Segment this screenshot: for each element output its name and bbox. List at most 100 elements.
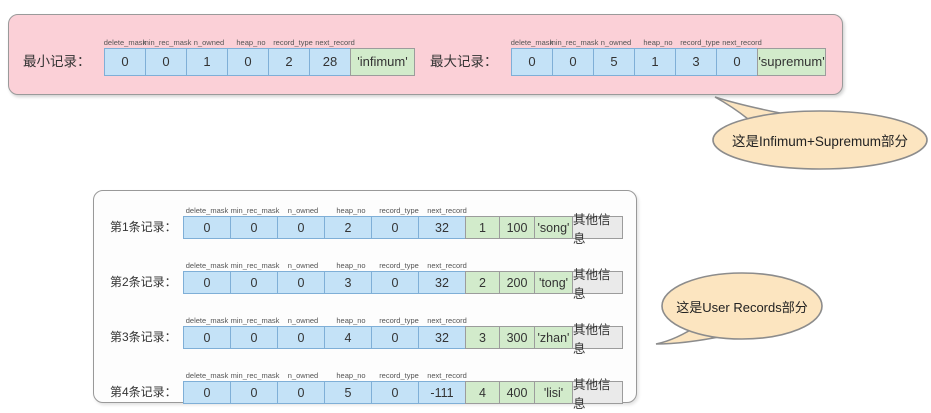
field-header: n_owned bbox=[287, 261, 319, 270]
field-header: n_owned bbox=[287, 206, 319, 215]
field-cell: 0 bbox=[230, 381, 278, 404]
field-cell: 0 bbox=[716, 47, 758, 76]
field-header: min_rec_mask bbox=[230, 316, 280, 325]
user-records-callout-text: 这是User Records部分 bbox=[676, 299, 808, 315]
field-cell: 0 bbox=[277, 381, 325, 404]
field-cell: 1 bbox=[634, 47, 676, 76]
field-header: n_owned bbox=[287, 316, 319, 325]
record-name-cell: 'infimum' bbox=[350, 47, 415, 76]
field-header: heap_no bbox=[236, 37, 266, 47]
field-header: n_owned bbox=[193, 37, 225, 47]
field-cell: 0 bbox=[230, 216, 278, 239]
field-header-row: delete_mask min_rec_mask n_owned heap_no… bbox=[511, 34, 826, 47]
field-header: next_record bbox=[427, 206, 467, 215]
data-cell: 3 bbox=[465, 326, 500, 349]
max-record-cells: 0 0 5 1 3 0 'supremum' bbox=[511, 47, 826, 76]
field-header: delete_mask bbox=[510, 37, 554, 47]
field-cell: 2 bbox=[268, 47, 310, 76]
field-cell: 0 bbox=[552, 47, 594, 76]
infimum-supremum-callout-bubble bbox=[712, 96, 928, 170]
data-cell: 'song' bbox=[534, 216, 573, 239]
field-header: next_record bbox=[722, 37, 762, 47]
field-cell: 0 bbox=[183, 271, 231, 294]
field-header: heap_no bbox=[336, 371, 366, 380]
field-header: heap_no bbox=[336, 206, 366, 215]
user-record-row-3: 第3条记录： delete_mask min_rec_mask n_owned … bbox=[110, 312, 636, 356]
other-info-cell: 其他信息 bbox=[572, 213, 623, 246]
field-cell: 5 bbox=[593, 47, 635, 76]
field-header: next_record bbox=[315, 37, 355, 47]
field-header: min_rec_mask bbox=[230, 371, 280, 380]
record-table: delete_mask min_rec_mask n_owned heap_no… bbox=[183, 312, 623, 356]
data-cell: 400 bbox=[499, 381, 535, 404]
field-cell: 0 bbox=[183, 326, 231, 349]
user-record-row-2: 第2条记录： delete_mask min_rec_mask n_owned … bbox=[110, 257, 636, 301]
record-label: 第2条记录： bbox=[110, 275, 177, 289]
field-cell: 0 bbox=[371, 271, 419, 294]
field-cell: 0 bbox=[227, 47, 269, 76]
field-header-row: delete_mask min_rec_mask n_owned heap_no… bbox=[183, 312, 623, 325]
field-cell: 0 bbox=[277, 326, 325, 349]
field-header-row: delete_mask min_rec_mask n_owned heap_no… bbox=[183, 202, 623, 215]
record-table: delete_mask min_rec_mask n_owned heap_no… bbox=[183, 257, 623, 301]
record-name-cell: 'supremum' bbox=[757, 47, 826, 76]
record-cells: 0 0 0 2 0 32 1 100 'song' 其他信息 bbox=[183, 213, 623, 246]
field-header: n_owned bbox=[600, 37, 632, 47]
field-cell: 0 bbox=[277, 216, 325, 239]
field-header: min_rec_mask bbox=[142, 37, 192, 47]
field-header: min_rec_mask bbox=[230, 206, 280, 215]
field-cell: 32 bbox=[418, 216, 466, 239]
max-record-group: 最大记录： delete_mask min_rec_mask n_owned h… bbox=[430, 34, 826, 76]
field-cell: 32 bbox=[418, 271, 466, 294]
record-table: delete_mask min_rec_mask n_owned heap_no… bbox=[183, 202, 623, 246]
min-record-cells: 0 0 1 0 2 28 'infimum' bbox=[104, 47, 415, 76]
field-cell: 0 bbox=[183, 381, 231, 404]
data-cell: 'tong' bbox=[534, 271, 573, 294]
field-header: next_record bbox=[427, 371, 467, 380]
other-info-cell: 其他信息 bbox=[572, 378, 623, 411]
field-cell: 0 bbox=[371, 326, 419, 349]
other-info-cell: 其他信息 bbox=[572, 268, 623, 301]
field-cell: 3 bbox=[324, 271, 372, 294]
field-cell: 0 bbox=[104, 47, 146, 76]
max-record-label: 最大记录： bbox=[430, 53, 498, 69]
record-cells: 0 0 0 3 0 32 2 200 'tong' 其他信息 bbox=[183, 268, 623, 301]
field-cell: -111 bbox=[418, 381, 466, 404]
record-label: 第3条记录： bbox=[110, 330, 177, 344]
field-cell: 0 bbox=[183, 216, 231, 239]
user-records-callout-bubble bbox=[655, 272, 823, 345]
field-header: record_type bbox=[379, 206, 419, 215]
infimum-supremum-section: 最小记录： delete_mask min_rec_mask n_owned h… bbox=[8, 14, 843, 95]
other-info-cell: 其他信息 bbox=[572, 323, 623, 356]
field-cell: 2 bbox=[324, 216, 372, 239]
user-record-row-1: 第1条记录： delete_mask min_rec_mask n_owned … bbox=[110, 202, 636, 246]
user-records-section: 第1条记录： delete_mask min_rec_mask n_owned … bbox=[93, 190, 637, 411]
field-cell: 0 bbox=[230, 271, 278, 294]
data-cell: 4 bbox=[465, 381, 500, 404]
field-cell: 0 bbox=[511, 47, 553, 76]
field-cell: 1 bbox=[186, 47, 228, 76]
field-cell: 28 bbox=[309, 47, 351, 76]
field-cell: 5 bbox=[324, 381, 372, 404]
min-record-group: 最小记录： delete_mask min_rec_mask n_owned h… bbox=[23, 34, 415, 76]
field-cell: 0 bbox=[371, 381, 419, 404]
field-header: delete_mask bbox=[185, 206, 229, 215]
field-cell: 0 bbox=[371, 216, 419, 239]
field-header: heap_no bbox=[643, 37, 673, 47]
min-record-label: 最小记录： bbox=[23, 53, 91, 69]
min-record-table: delete_mask min_rec_mask n_owned heap_no… bbox=[104, 34, 415, 76]
field-header: min_rec_mask bbox=[549, 37, 599, 47]
record-cells: 0 0 0 4 0 32 3 300 'zhan' 其他信息 bbox=[183, 323, 623, 356]
record-cells: 0 0 0 5 0 -111 4 400 'lisi' 其他信息 bbox=[183, 378, 623, 411]
field-header: delete_mask bbox=[103, 37, 147, 47]
field-header: heap_no bbox=[336, 261, 366, 270]
record-label: 第4条记录： bbox=[110, 385, 177, 399]
field-header: delete_mask bbox=[185, 371, 229, 380]
field-header-row: delete_mask min_rec_mask n_owned heap_no… bbox=[104, 34, 415, 47]
record-table: delete_mask min_rec_mask n_owned heap_no… bbox=[183, 367, 623, 411]
data-cell: 100 bbox=[499, 216, 535, 239]
field-cell: 0 bbox=[277, 271, 325, 294]
field-header: delete_mask bbox=[185, 261, 229, 270]
data-cell: 2 bbox=[465, 271, 500, 294]
